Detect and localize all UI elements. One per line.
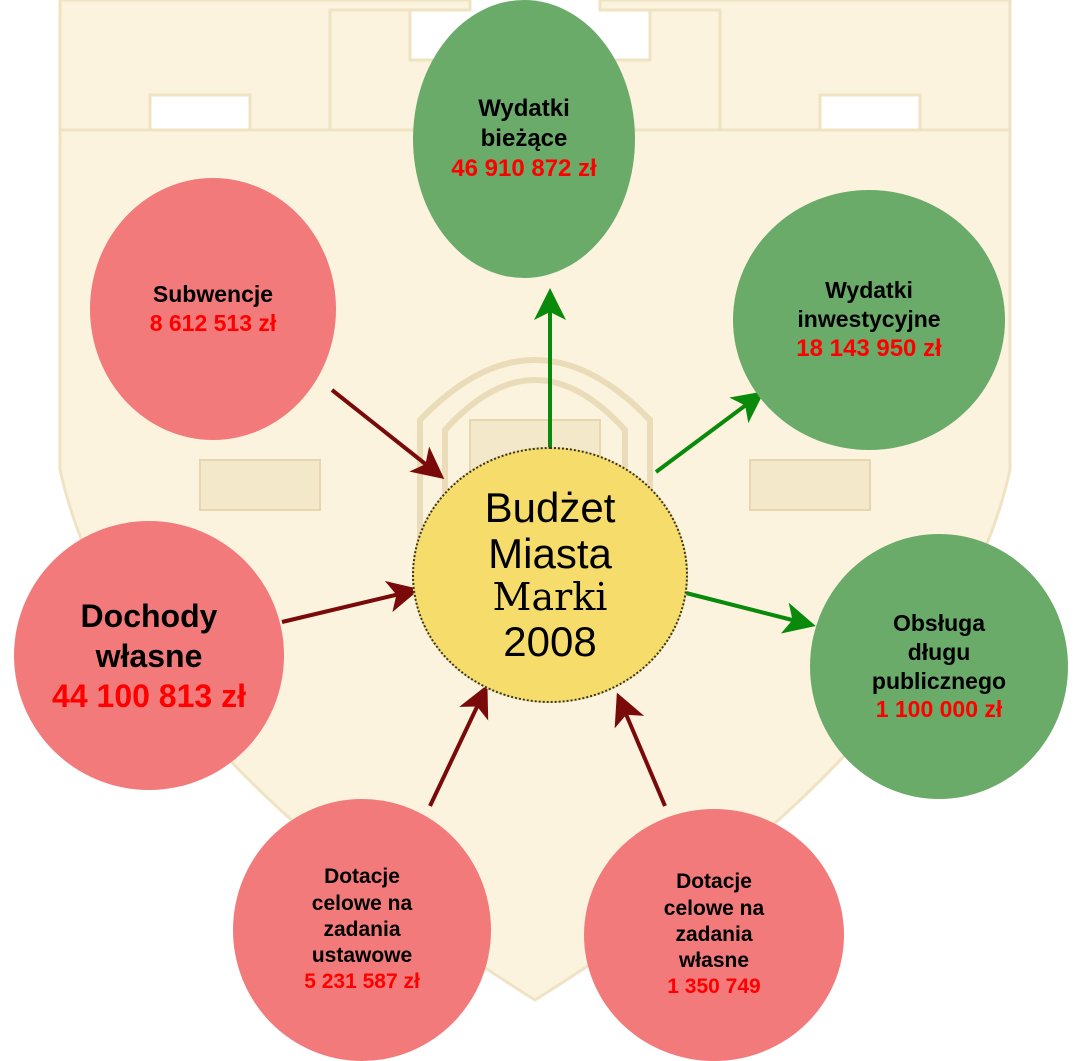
arrow-dotacje-wlasne xyxy=(614,692,667,807)
node-value: 5 231 587 zł xyxy=(304,970,420,994)
node-label: zadania xyxy=(675,922,753,946)
node-label: ustawowe xyxy=(311,944,413,968)
center-line: Marki xyxy=(492,575,608,620)
arrow-subwencje xyxy=(330,388,445,479)
arrow-obsluga-dlugu xyxy=(685,591,816,634)
node-label: własne xyxy=(678,949,750,973)
node-label: publicznego xyxy=(871,667,1007,694)
node-dotacje-wlasne: Dotacje celowe na zadania własne 1 350 7… xyxy=(584,809,844,1061)
center-line: 2008 xyxy=(503,617,597,665)
arrow-wydatki-inwestycyjne xyxy=(654,391,765,474)
node-label: inwestycyjne xyxy=(797,306,941,332)
center-line: Miasta xyxy=(488,530,612,577)
node-dotacje-ustawowe: Dotacje celowe na zadania ustawowe 5 231… xyxy=(233,799,491,1061)
node-label: celowe na xyxy=(311,891,413,915)
node-label: Dotacje xyxy=(324,865,400,889)
node-value: 18 143 950 zł xyxy=(796,334,942,362)
arrow-dochody xyxy=(281,581,420,624)
node-label: Wydatki xyxy=(478,95,570,122)
node-value: 46 910 872 zł xyxy=(451,155,597,182)
node-label: bieżące xyxy=(480,125,568,152)
node-label: długu xyxy=(907,638,971,665)
node-dochody-wlasne: Dochody własne 44 100 813 zł xyxy=(14,521,284,790)
center-line: Budżet xyxy=(484,483,616,531)
node-obsluga-dlugu: Obsługa długu publicznego 1 100 000 zł xyxy=(810,534,1068,799)
node-wydatki-biezace: Wydatki bieżące 46 910 872 zł xyxy=(413,0,635,278)
center-budget-node: Budżet Miasta Marki 2008 xyxy=(412,447,688,703)
node-wydatki-inwestycyjne: Wydatki inwestycyjne 18 143 950 zł xyxy=(733,190,1005,450)
node-label: Subwencje xyxy=(152,281,274,308)
node-label: Dochody xyxy=(80,597,218,634)
node-label: Wydatki xyxy=(825,277,913,304)
node-label: Obsługa xyxy=(892,610,985,636)
node-subwencje: Subwencje 8 612 513 zł xyxy=(90,178,336,440)
node-label: celowe na xyxy=(663,896,765,920)
node-value: 8 612 513 zł xyxy=(149,310,277,336)
node-label: Dotacje xyxy=(676,870,752,894)
node-value: 1 100 000 zł xyxy=(875,696,1003,723)
node-value: 44 100 813 zł xyxy=(52,677,246,714)
node-value: 1 350 749 xyxy=(667,975,761,999)
node-label: własne xyxy=(95,637,203,674)
arrow-dotacje-ustawowe xyxy=(428,684,489,807)
node-label: zadania xyxy=(323,917,401,941)
